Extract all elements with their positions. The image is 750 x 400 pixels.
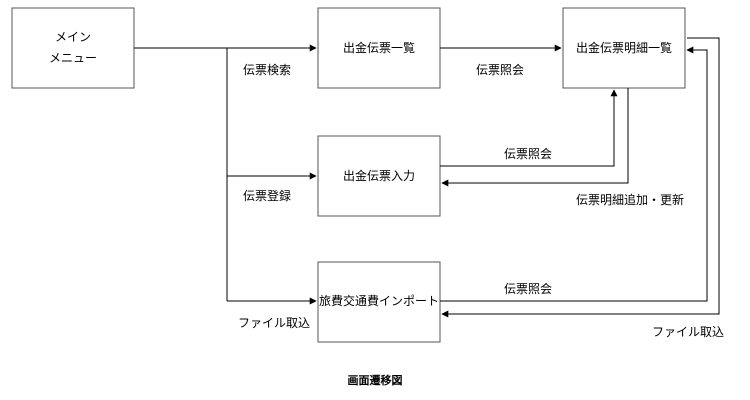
edge-label-file-import-right: ファイル取込 (652, 325, 724, 339)
travel-import-box (317, 261, 441, 343)
edge-label-voucher-register: 伝票登録 (243, 188, 291, 203)
main-menu-box (11, 7, 135, 89)
withdrawal-list-label: 出金伝票一覧 (343, 40, 415, 55)
edge-input-to-detail (440, 89, 618, 167)
edge-detail-to-input (441, 88, 629, 187)
edge-label-voucher-search: 伝票検索 (243, 63, 291, 77)
edge-label-inquiry-bottom: 伝票照会 (504, 282, 552, 296)
main-menu-label-line2: メニュー (49, 51, 97, 65)
edge-detail-to-import (441, 37, 720, 318)
withdrawal-list-box (317, 7, 441, 89)
withdrawal-input-box (317, 135, 441, 217)
edge-import-to-detail (440, 46, 708, 302)
withdrawal-detail-list-box (562, 7, 686, 89)
travel-import-label: 旅費交通費インポート (319, 293, 439, 308)
edge-label-file-import-left: ファイル取込 (238, 316, 310, 330)
main-menu-label-line1: メイン (55, 30, 91, 44)
edge-label-inquiry-top: 伝票照会 (476, 63, 524, 77)
withdrawal-input-label: 出金伝票入力 (343, 168, 415, 183)
edge-label-detail-add-update: 伝票明細追加・更新 (576, 192, 684, 207)
diagram-caption: 画面遷移図 (348, 373, 403, 387)
withdrawal-detail-list-label: 出金伝票明細一覧 (576, 40, 672, 55)
edge-label-inquiry-middle: 伝票照会 (504, 147, 552, 161)
